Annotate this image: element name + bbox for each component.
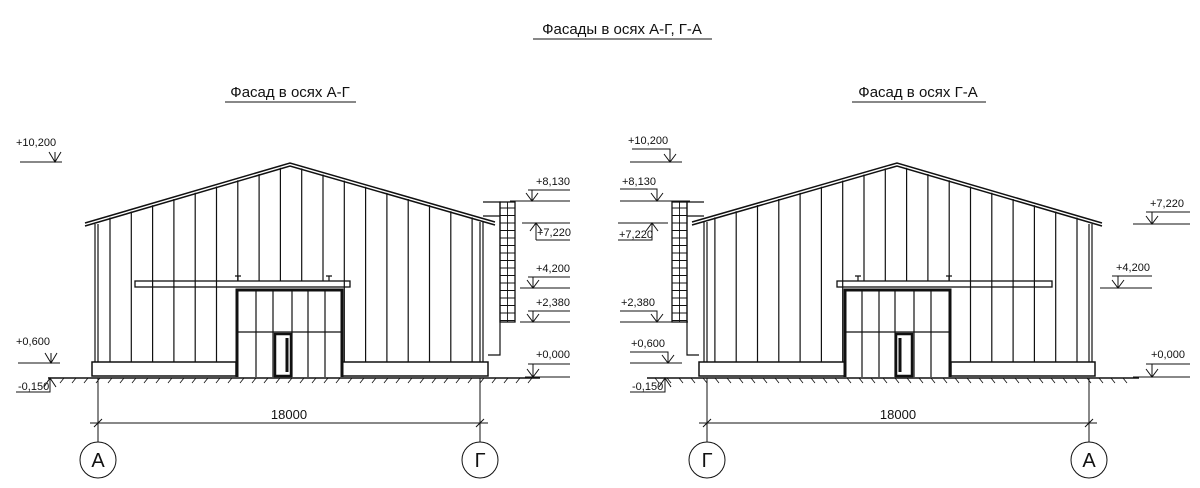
axis-label: Г <box>475 450 486 472</box>
entrance-door <box>894 332 914 378</box>
entrance-frame <box>235 288 344 377</box>
level-label: -0,150 <box>18 381 49 393</box>
level-marks-a-g: +10,200 +0,600 -0,150 +8,130 +7,220 +4,2… <box>16 137 571 393</box>
entrance-door <box>273 332 293 378</box>
level-label: +0,600 <box>16 336 50 348</box>
level-label: -0,150 <box>632 381 663 393</box>
axis-bubble <box>1070 441 1108 479</box>
dimension-g-a: 18000 Г А <box>688 378 1108 479</box>
level-label: +0,000 <box>1151 349 1185 361</box>
level-label: +2,380 <box>621 297 655 309</box>
ground-hatch <box>59 377 533 384</box>
level-label: +10,200 <box>16 137 56 149</box>
level-label: +8,130 <box>536 176 570 188</box>
level-label: +0,600 <box>631 338 665 350</box>
entrance-frame <box>843 288 952 377</box>
level-label: +2,380 <box>536 297 570 309</box>
level-label: +8,130 <box>622 176 656 188</box>
level-label: +0,000 <box>536 349 570 361</box>
side-wall <box>94 222 484 362</box>
level-label: +4,200 <box>536 263 570 275</box>
dimension-value: 18000 <box>880 407 916 422</box>
level-label: +7,220 <box>1150 198 1184 210</box>
dimension-value: 18000 <box>271 407 307 422</box>
level-label: +7,220 <box>619 229 653 241</box>
axis-label: А <box>91 450 105 472</box>
ground-hatch <box>654 377 1128 384</box>
entrance-canopy <box>836 280 1053 288</box>
axis-label: Г <box>702 450 713 472</box>
ladder-rungs <box>500 202 515 322</box>
level-label: +4,200 <box>1116 262 1150 274</box>
facade-title-g-a: Фасад в осях Г-А <box>858 84 977 101</box>
level-marks-g-a: +10,200 +8,130 +7,220 +2,380 +0,600 -0,1… <box>618 135 1190 393</box>
level-label: +10,200 <box>628 135 668 147</box>
stair-enclosure <box>686 201 704 356</box>
facade-g-a-building <box>647 162 1139 384</box>
entrance-canopy <box>134 280 351 288</box>
roof-line <box>84 162 496 227</box>
roof-line <box>691 162 1103 227</box>
stair-enclosure <box>483 201 501 356</box>
axis-bubble <box>688 441 726 479</box>
canopy-hanger <box>235 275 332 281</box>
canopy-hanger <box>855 275 952 281</box>
side-wall <box>703 222 1093 362</box>
ladder-rungs <box>672 202 687 322</box>
sheet-title: Фасады в осях А-Г, Г-А <box>542 21 702 38</box>
level-label: +7,220 <box>537 227 571 239</box>
dimension-a-g: 18000 А Г <box>79 378 499 479</box>
axis-label: А <box>1082 450 1096 472</box>
axis-bubble <box>79 441 117 479</box>
facade-title-a-g: Фасад в осях А-Г <box>230 84 349 101</box>
facade-a-g-building <box>48 162 540 384</box>
axis-bubble <box>461 441 499 479</box>
